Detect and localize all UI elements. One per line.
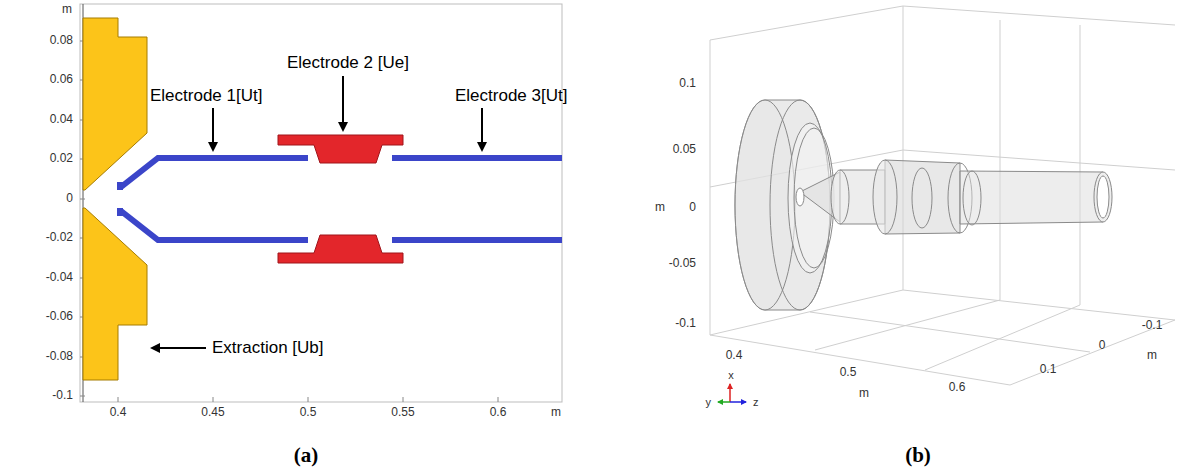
axis-triad-label: y (706, 396, 712, 408)
tick-label: 0.1 (1040, 363, 1057, 376)
3d-axes-box (710, 6, 1175, 385)
einzel-electrode (278, 135, 403, 263)
tick-label: 0.08 (50, 34, 73, 47)
electrode-label: Extraction [Ub] (212, 339, 324, 358)
axis-unit: m (655, 201, 665, 214)
tick-label: -0.05 (669, 257, 696, 270)
electrode-tips (117, 182, 123, 216)
axis-triad-label: z (753, 396, 759, 408)
tick-label: 0.6 (490, 406, 507, 419)
plot-frame (80, 4, 562, 402)
extraction-electrode (83, 18, 147, 380)
tick-label: 0 (689, 201, 696, 214)
panel-label: (a) (294, 444, 319, 467)
tick-label: 0.5 (840, 366, 857, 379)
tick-label: 0 (66, 192, 73, 205)
axis-unit: m (62, 3, 72, 16)
axis-unit: m (551, 406, 561, 419)
tick-label: -0.08 (46, 350, 73, 363)
3d-geometry (735, 100, 1112, 310)
axis-triad-label: x (728, 369, 734, 381)
tick-label: 0.04 (50, 113, 73, 126)
tick-label: -0.1 (675, 317, 696, 330)
axis-unit: m (1147, 349, 1157, 362)
tube-electrodes (121, 158, 562, 240)
electrode-label: Electrode 3[Ut] (455, 87, 567, 106)
tick-label: 0.6 (949, 381, 966, 394)
tick-label: 0.02 (50, 152, 73, 165)
tick-label: 0.1 (679, 77, 696, 90)
axis-triad (718, 384, 746, 402)
tick-label: -0.1 (1142, 319, 1163, 332)
panel-label: (b) (905, 444, 931, 467)
tick-label: 0.45 (201, 406, 224, 419)
leader-arrows (152, 76, 482, 348)
tick-label: 0 (1099, 339, 1106, 352)
tick-label: 0.5 (300, 406, 317, 419)
tick-label: 0.05 (673, 143, 696, 156)
tick-label: -0.02 (46, 231, 73, 244)
electrode-label: Electrode 2 [Ue] (287, 54, 409, 73)
electrode-label: Electrode 1[Ut] (150, 87, 262, 106)
tick-label: 0.4 (726, 349, 743, 362)
axis-unit: m (859, 387, 869, 400)
tick-label: 0.06 (50, 73, 73, 86)
tick-label: 0.55 (391, 406, 414, 419)
tick-label: -0.04 (46, 271, 73, 284)
tick-label: -0.06 (46, 310, 73, 323)
tick-label: -0.1 (52, 389, 73, 402)
tick-label: 0.4 (110, 406, 127, 419)
